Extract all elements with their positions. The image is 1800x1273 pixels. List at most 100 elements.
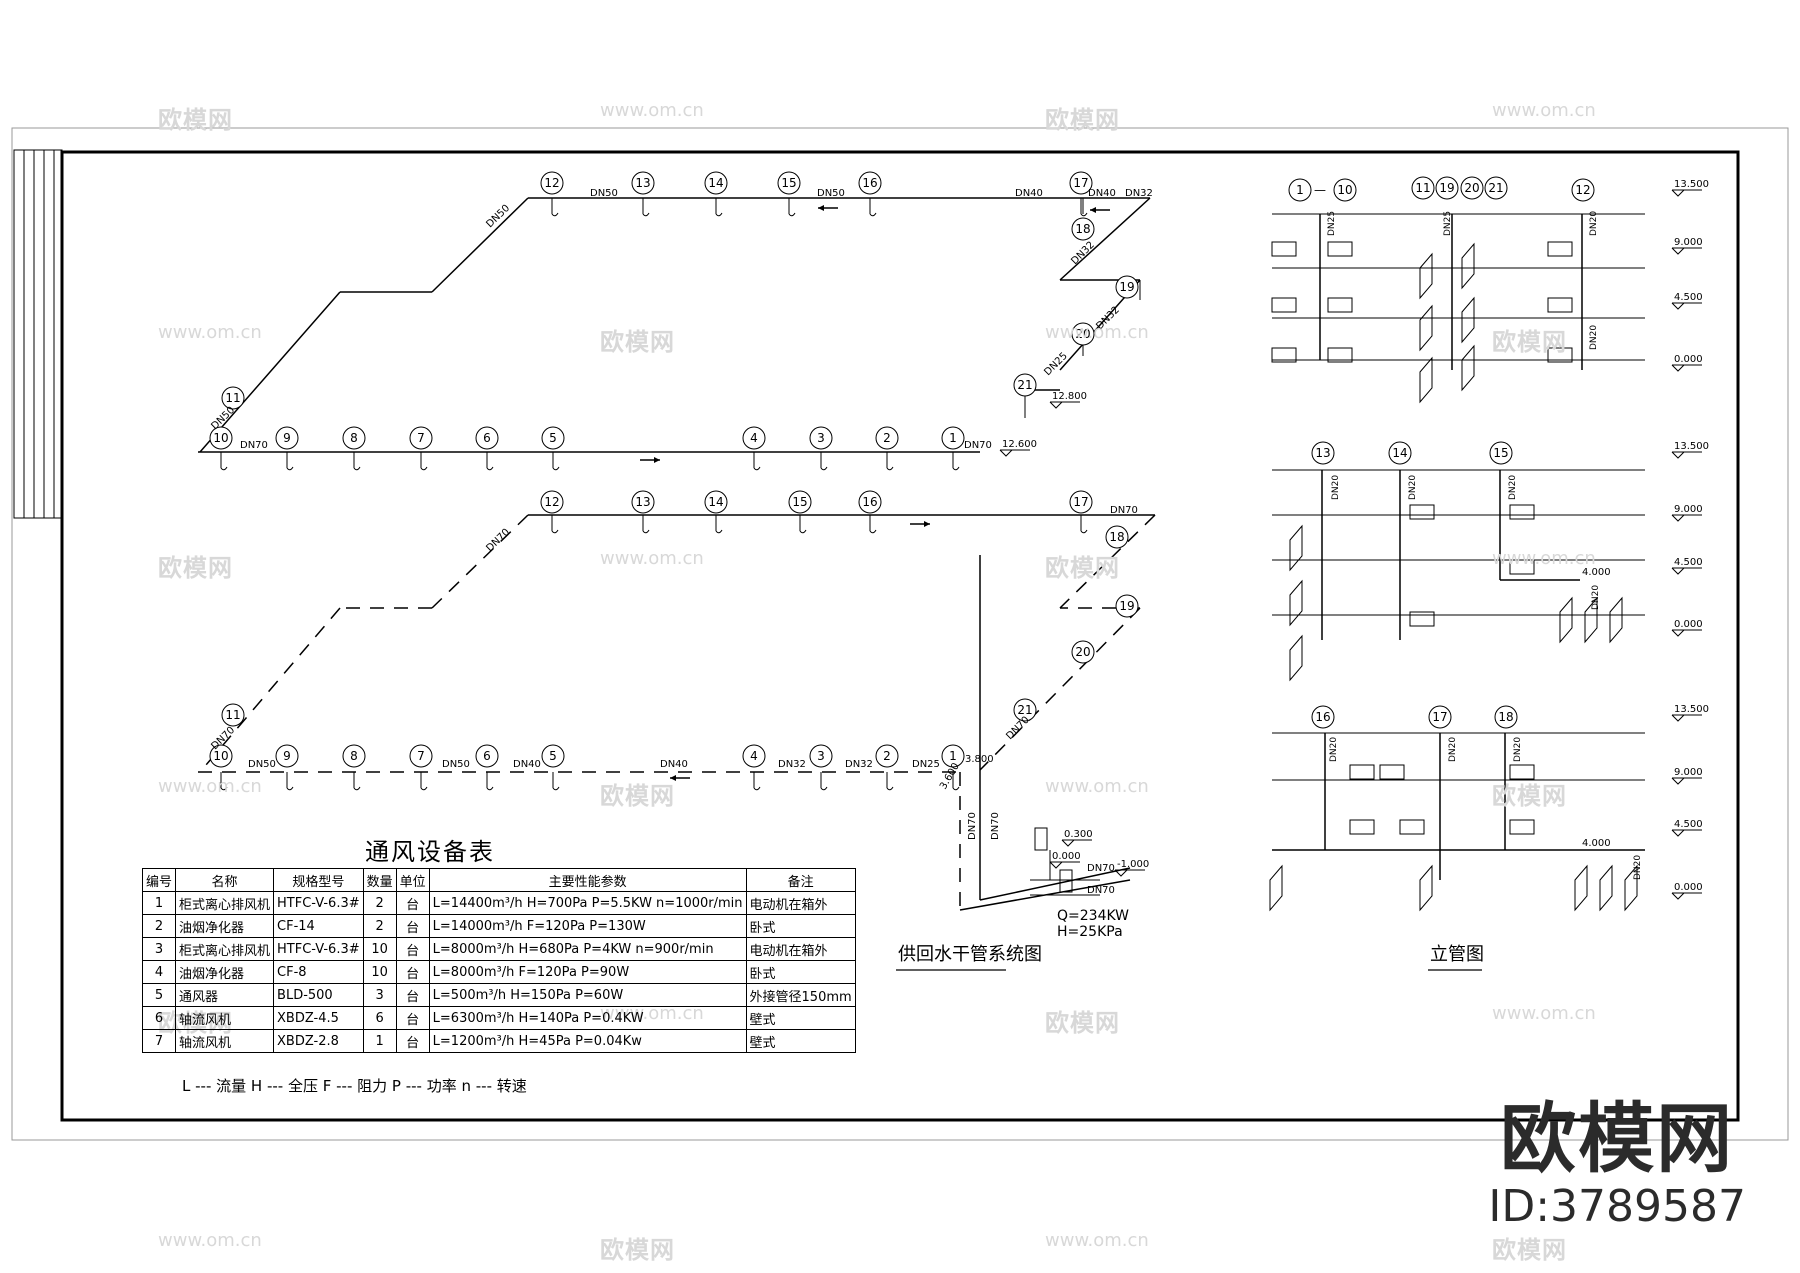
node-label: 10 [1337,183,1352,197]
elev-label: 0.000 [1052,851,1081,862]
node-circle [788,490,812,514]
drop-tick [753,466,761,471]
pipe-size-label: DN50 [248,759,276,770]
drop-tick [1080,529,1088,534]
node-circle [540,490,564,514]
node-circle [409,744,433,768]
node-circle [1115,275,1139,299]
table-cell: 油烟净化器 [175,914,275,938]
drop-tick [788,212,796,217]
table-cell: 台 [395,937,430,961]
drop-tick [820,466,828,471]
pipe-size-label: DN32 [1069,240,1097,268]
pipe-system-caption: 供回水干管系统图 [898,944,1042,965]
node-label: 6 [483,431,491,445]
elev-triangle [1671,514,1685,522]
node-circle [809,426,833,450]
radiator-angled [1419,356,1433,404]
riser-pipe-label: DN20 [1591,585,1601,610]
radiator-angled [1419,252,1433,300]
radiator-angled [1461,344,1475,392]
watermark-logo: 欧模网 [1045,106,1120,134]
node-label: 16 [862,176,877,190]
table-header-cell: 编号 [141,868,177,892]
watermark-logo: 欧模网 [1045,554,1120,582]
node-label: 9 [283,431,291,445]
elev-triangle [1671,714,1685,722]
riser-node-19: 19 [1435,176,1459,200]
radiator [1349,819,1375,835]
table-cell: 电动机在箱外 [745,937,856,961]
riser-range-dash: — [1314,183,1326,197]
watermark-logo: 欧模网 [600,1236,675,1264]
node-label: 3 [817,749,825,763]
riser-node-15: 15 [1489,441,1513,465]
riser-elevation-1-3: 0.000 [1671,619,1703,637]
node-label: 14 [708,495,723,509]
drop-tick [820,786,828,791]
elevation-label: 3.800 [965,754,994,765]
table-cell: L=14000m³/h F=120Pa P=130W [428,914,747,938]
radiator [1547,297,1573,313]
table-cell: 1 [141,891,177,915]
elev-label: 12.600 [1002,439,1037,450]
brand-name: 欧模网 [1500,1094,1735,1183]
node-circle [1013,698,1037,722]
node-label: 3 [817,431,825,445]
node-label: 11 [225,391,240,405]
node-label: 18 [1498,710,1513,724]
node-label: 2 [883,431,891,445]
lower-diag-a [431,514,529,609]
table-cell: L=1200m³/h H=45Pa P=0.04Kw [428,1029,747,1053]
lower-node-4: 4 [742,744,766,768]
node-label: 17 [1073,495,1088,509]
table-cell: 台 [395,1029,430,1053]
drop-tick [552,466,560,471]
upper-node-5: 5 [541,426,565,450]
drop-tick [486,466,494,471]
lower-node-12: 12 [540,490,564,514]
elev-label: 13.500 [1674,704,1709,715]
node-label: 15 [792,495,807,509]
upper-node-9: 9 [275,426,299,450]
node-circle [1069,171,1093,195]
table-header-cell: 备注 [745,868,856,892]
table-cell: 4 [141,960,177,984]
riser-pipe-label: DN20 [1448,737,1458,762]
lower-node-6: 6 [475,744,499,768]
radiator [1271,297,1297,313]
radiator [1409,611,1435,627]
riser-elevation-4000: 4.000 [1582,838,1611,849]
flow-arrow [640,457,660,463]
lower-node-17: 17 [1069,490,1093,514]
riser-node-14: 14 [1388,441,1412,465]
table-cell: HTFC-V-6.3# [273,891,364,915]
node-circle [409,426,433,450]
elev-label: 13.500 [1674,179,1709,190]
node-label: 18 [1075,222,1090,236]
node-circle [275,744,299,768]
table-cell: 壁式 [745,1006,856,1030]
elev-label: 4.500 [1674,292,1703,303]
riser-elevation-0-2: 4.500 [1671,292,1703,310]
node-circle [342,426,366,450]
table-cell: 10 [362,960,397,984]
node-label: 1 [949,431,957,445]
table-cell: 台 [395,891,430,915]
node-label: 13 [635,176,650,190]
node-circle [209,426,233,450]
watermark-url: www.om.cn [1492,100,1596,121]
node-label: 13 [635,495,650,509]
elev-label: 13.500 [1674,441,1709,452]
node-label: 21 [1488,181,1503,195]
upper-node-8: 8 [342,426,366,450]
node-label: 12 [544,495,559,509]
node-label: 13 [1315,446,1330,460]
radiator-angled [1584,596,1598,644]
node-label: 17 [1432,710,1447,724]
riser-pipe-label: DN20 [1589,325,1599,350]
